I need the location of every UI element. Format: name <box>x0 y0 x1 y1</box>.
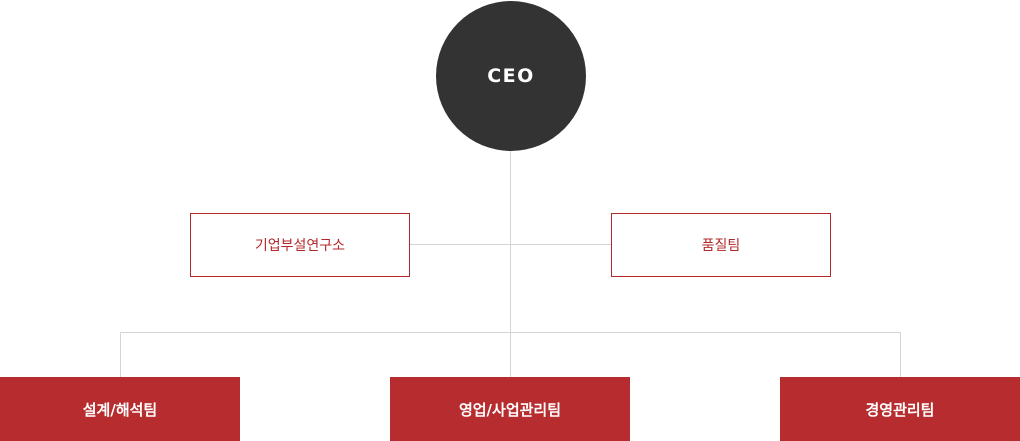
ceo-node: CEO <box>436 1 586 151</box>
research-institute-label: 기업부설연구소 <box>254 238 346 254</box>
ceo-label: CEO <box>487 65 535 87</box>
design-analysis-team-node: 설계/해석팀 <box>0 377 240 441</box>
connector-ceo-vertical <box>510 150 511 377</box>
research-institute-node: 기업부설연구소 <box>190 213 410 277</box>
management-team-node: 경영관리팀 <box>780 377 1020 441</box>
sales-business-team-node: 영업/사업관리팀 <box>390 377 630 441</box>
design-analysis-team-label: 설계/해석팀 <box>82 400 158 419</box>
quality-team-node: 품질팀 <box>611 213 831 277</box>
connector-team-right-vertical <box>900 332 901 377</box>
sales-business-team-label: 영업/사업관리팀 <box>458 400 562 419</box>
connector-staff-horizontal <box>409 244 612 245</box>
quality-team-label: 품질팀 <box>701 238 741 254</box>
connector-teams-horizontal <box>120 332 901 333</box>
connector-team-left-vertical <box>120 332 121 377</box>
management-team-label: 경영관리팀 <box>865 400 935 419</box>
